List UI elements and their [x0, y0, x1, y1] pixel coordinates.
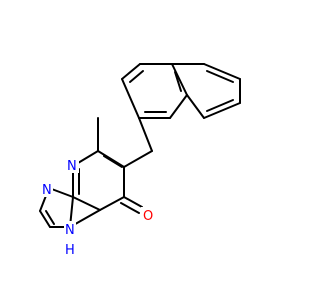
naphthalene-group [121, 63, 241, 119]
bond [171, 63, 188, 96]
bond [129, 70, 144, 83]
triazole-nh-nitrogen-label: N [65, 223, 75, 238]
bond [138, 117, 153, 152]
triazole-hydrogen-label: H [65, 243, 75, 258]
label-background [64, 241, 76, 257]
bond [72, 196, 101, 211]
bond [123, 150, 153, 168]
bond [121, 78, 140, 119]
bond [45, 210, 55, 225]
oxygen-label: O [143, 209, 153, 224]
bond [206, 70, 234, 83]
bond [203, 63, 241, 80]
bond [39, 210, 51, 228]
bond [203, 102, 241, 119]
bond [206, 99, 234, 112]
bond [169, 94, 188, 119]
bond [186, 94, 205, 119]
bond [99, 196, 125, 211]
label-background [64, 221, 76, 237]
bond [97, 150, 125, 168]
bond [103, 155, 123, 168]
ring-nitrogen-label: N [67, 159, 77, 174]
bond [120, 202, 140, 214]
bond [121, 63, 141, 80]
triazole-nitrogen-label: N [42, 183, 52, 198]
bond [123, 196, 143, 208]
molecule-structure: N O N N H [39, 63, 241, 258]
label-background [141, 207, 154, 223]
bond [174, 71, 182, 92]
pyrimidinone-ring [72, 150, 143, 214]
label-background [41, 181, 53, 197]
label-background [67, 157, 79, 173]
